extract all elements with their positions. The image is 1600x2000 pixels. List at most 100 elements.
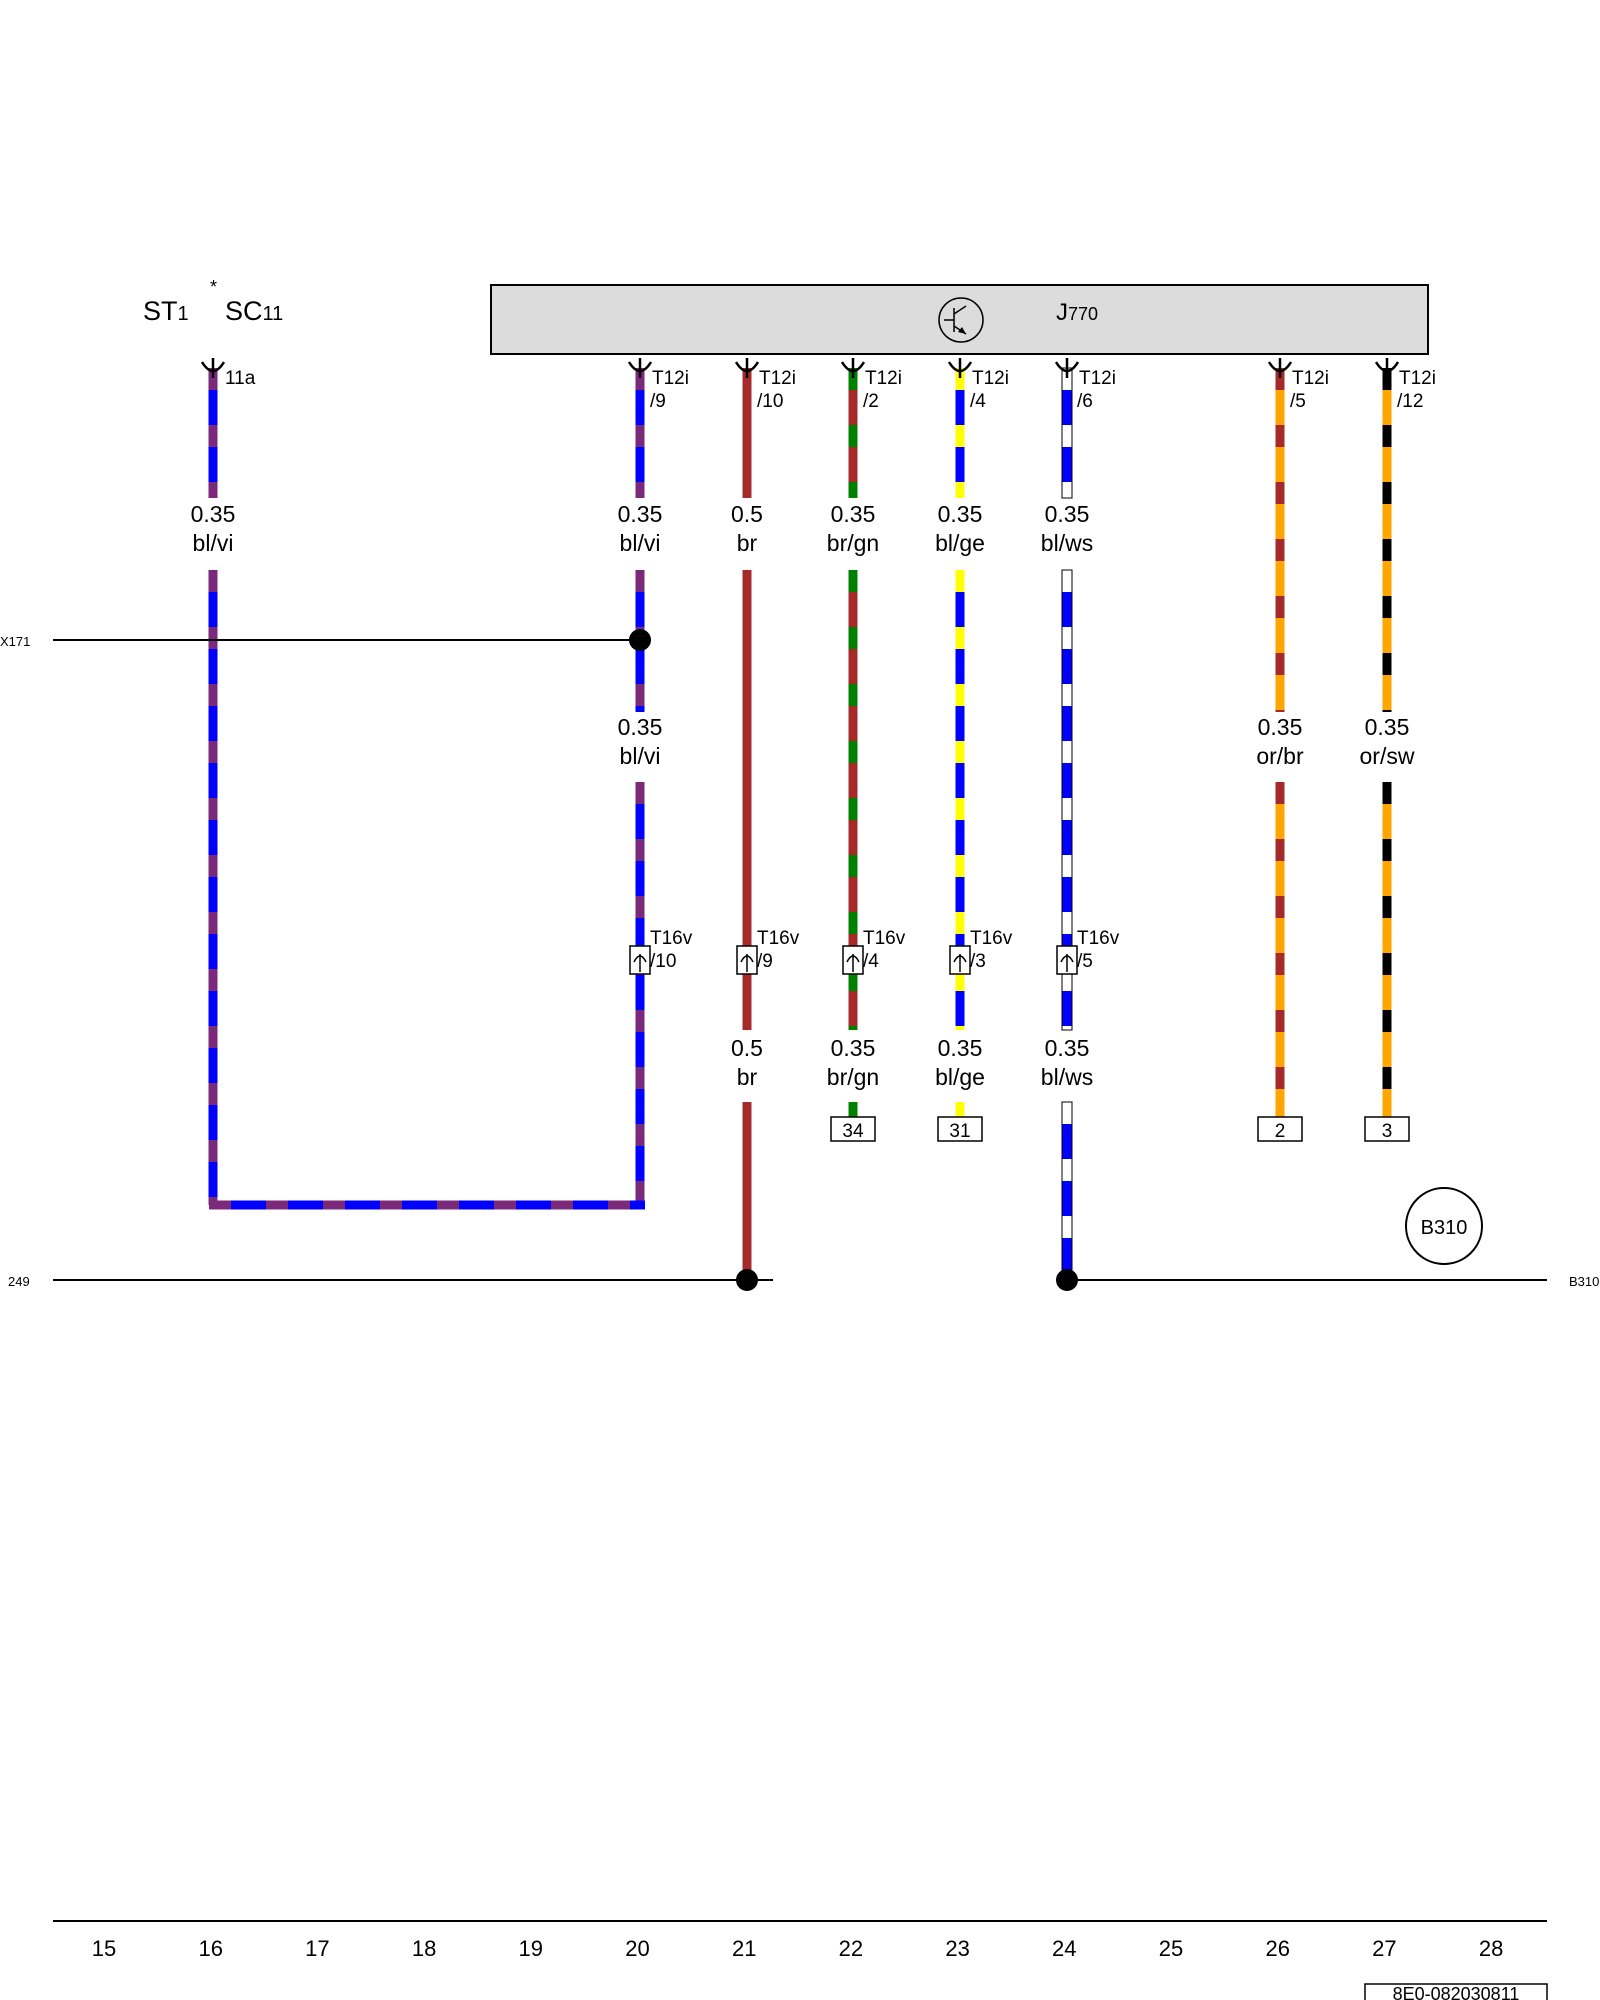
footer-number: 24 <box>1052 1936 1076 1961</box>
w23-color-3: bl/ge <box>935 1064 985 1090</box>
junction-dot-x171 <box>629 629 651 651</box>
w21-pin-number: /10 <box>757 391 783 412</box>
w27-end-box: 3 <box>1382 1121 1393 1142</box>
w20-size-2: 0.35 <box>618 714 663 740</box>
w21-t16-label: T16v <box>757 928 800 949</box>
ground-circle <box>1405 1187 1483 1265</box>
w26-color-2: or/br <box>1256 743 1304 769</box>
footer-number: 22 <box>839 1936 863 1961</box>
bus-label-x171: X171 <box>0 634 30 649</box>
w24-segment-2-outline <box>1061 569 1073 1031</box>
sc11-label: SC11 <box>225 296 283 326</box>
w20-color-2: bl/vi <box>620 743 661 769</box>
component-label: J770 <box>1056 299 1098 326</box>
st1-label: ST1 <box>143 296 189 326</box>
w22-t16-pin: /4 <box>863 951 879 972</box>
star-mark: * <box>210 277 217 297</box>
component-j770-box <box>490 284 1429 355</box>
w22-color-3: br/gn <box>827 1064 879 1090</box>
w20-pin-label: T12i <box>652 368 689 389</box>
w26-pin-number: /5 <box>1290 391 1306 412</box>
footer-number: 21 <box>732 1936 756 1961</box>
w20-color-1: bl/vi <box>620 530 661 556</box>
ground-circle-label: B310 <box>1421 1217 1468 1239</box>
doc-id: 8E0-082030811 <box>1393 1984 1520 2000</box>
footer-number: 19 <box>519 1936 543 1961</box>
w23-end-box: 31 <box>949 1121 970 1142</box>
w27-size-2: 0.35 <box>1365 714 1410 740</box>
sc-sub: 11 <box>263 303 284 325</box>
w24-pin-label: T12i <box>1079 368 1116 389</box>
w24-t16-pin: /5 <box>1077 951 1093 972</box>
w16-color-1: bl/vi <box>193 530 234 556</box>
w23-size-3: 0.35 <box>938 1035 983 1061</box>
w22-size-1: 0.35 <box>831 501 876 527</box>
footer-number: 18 <box>412 1936 436 1961</box>
w24-pin-number: /6 <box>1077 391 1093 412</box>
w22-t16-label: T16v <box>863 928 906 949</box>
st-text: ST <box>143 296 178 326</box>
w23-pin-label: T12i <box>972 368 1009 389</box>
st-sub: 1 <box>178 303 189 325</box>
w24-size-3: 0.35 <box>1045 1035 1090 1061</box>
footer-number: 16 <box>198 1936 222 1961</box>
w26-size-2: 0.35 <box>1258 714 1303 740</box>
w23-pin-number: /4 <box>970 391 986 412</box>
w24-t16-label: T16v <box>1077 928 1120 949</box>
w21-size-3: 0.5 <box>731 1035 763 1061</box>
w21-color-1: br <box>737 530 758 556</box>
footer-number: 28 <box>1479 1936 1503 1961</box>
bus-label-b310: B310 <box>1569 1274 1599 1289</box>
junction-dot-b310 <box>1056 1269 1078 1291</box>
footer-number: 20 <box>625 1936 649 1961</box>
w22-pin-label: T12i <box>865 368 902 389</box>
w21-t16-pin: /9 <box>757 951 773 972</box>
w27-color-2: or/sw <box>1360 743 1415 769</box>
w20-t16-label: T16v <box>650 928 693 949</box>
footer-number: 15 <box>92 1936 116 1961</box>
w21-size-1: 0.5 <box>731 501 763 527</box>
w20-size-1: 0.35 <box>618 501 663 527</box>
w22-color-1: br/gn <box>827 530 879 556</box>
w22-size-3: 0.35 <box>831 1035 876 1061</box>
w27-pin-label: T12i <box>1399 368 1436 389</box>
w23-t16-pin: /3 <box>970 951 986 972</box>
w23-t16-label: T16v <box>970 928 1013 949</box>
w23-size-1: 0.35 <box>938 501 983 527</box>
w24-size-1: 0.35 <box>1045 501 1090 527</box>
w26-pin-label: T12i <box>1292 368 1329 389</box>
w22-end-box: 34 <box>842 1121 864 1142</box>
w16-pin-label: 11a <box>225 368 256 389</box>
component-sub: 770 <box>1068 304 1098 324</box>
w21-color-3: br <box>737 1064 758 1090</box>
junction-dot-249 <box>736 1269 758 1291</box>
footer-numbers: 15 16 17 18 19 20 21 22 23 24 25 26 27 28 <box>92 1936 1504 1961</box>
w27-end-box-box <box>1364 1116 1410 1142</box>
w24-color-1: bl/ws <box>1041 530 1093 556</box>
wire-layer <box>200 358 1400 1281</box>
w23-color-1: bl/ge <box>935 530 985 556</box>
w22-end-box-box <box>830 1116 876 1142</box>
w20-pin-number: /9 <box>650 391 666 412</box>
sc-text: SC <box>225 296 263 326</box>
w21-pin-label: T12i <box>759 368 796 389</box>
component-name: J <box>1056 299 1068 326</box>
w16-size-1: 0.35 <box>191 501 236 527</box>
w26-end-box-box <box>1257 1116 1303 1142</box>
footer-number: 23 <box>945 1936 969 1961</box>
w26-end-box: 2 <box>1275 1121 1286 1142</box>
label-layer: 11a 0.35 bl/vi T12i/9 0.35 bl/vi 0.35 bl/viT16v… <box>191 368 1436 1142</box>
w24-color-3: bl/ws <box>1041 1064 1093 1090</box>
w27-pin-number: /12 <box>1397 391 1423 412</box>
footer-number: 25 <box>1159 1936 1183 1961</box>
doc-id-box <box>1364 1983 1548 2000</box>
footer-number: 26 <box>1265 1936 1289 1961</box>
w22-pin-number: /2 <box>863 391 879 412</box>
transistor-symbol-icon <box>938 297 984 343</box>
w20-t16-pin: /10 <box>650 951 676 972</box>
bus-label-249: 249 <box>8 1274 30 1289</box>
w23-end-box-box <box>937 1116 983 1142</box>
footer-number: 27 <box>1372 1936 1396 1961</box>
footer-number: 17 <box>305 1936 329 1961</box>
